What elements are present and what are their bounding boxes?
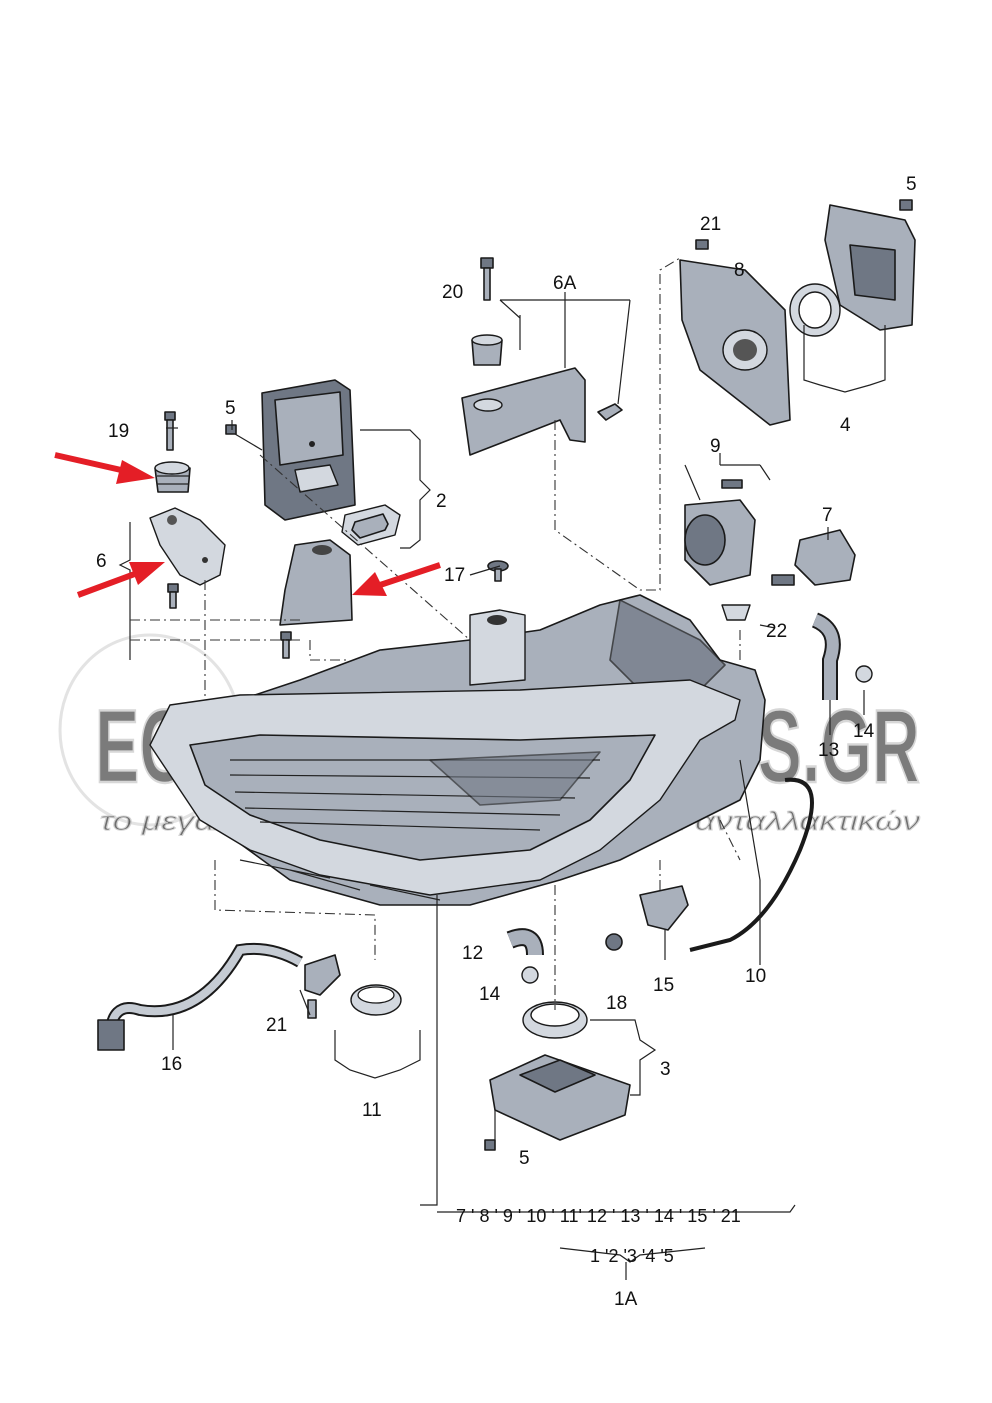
callout-labels: 19 5 6 2 20 6A 17 21 8 5 4 9 7 22 14 13 … — [96, 174, 917, 1169]
callout-20: 20 — [442, 282, 463, 303]
cable-16 — [97, 942, 303, 1051]
assembly-sequence-1: 7 ' 8 ' 9 ' 10 ' 11' 12 ' 13 ' 14 ' 15 '… — [456, 1206, 741, 1226]
screw-20 — [480, 257, 494, 301]
dash-lines — [130, 257, 741, 1010]
control-unit-2 — [261, 379, 356, 521]
bracket-6 — [149, 507, 226, 586]
screw-small-2 — [280, 631, 292, 659]
elbow-12 — [506, 928, 544, 956]
screw-6a — [597, 403, 623, 421]
callout-15: 15 — [653, 975, 674, 996]
callout-7: 7 — [822, 505, 833, 526]
callout-10: 10 — [745, 966, 766, 987]
screw-17 — [487, 560, 509, 582]
callout-21-a: 21 — [700, 214, 721, 235]
ballast-3 — [484, 1054, 631, 1151]
cable-10 — [689, 777, 814, 952]
mount-bracket — [279, 539, 353, 626]
screw-small-1 — [167, 583, 179, 609]
red-arrows — [54, 452, 441, 598]
callout-6: 6 — [96, 551, 107, 572]
callout-11: 11 — [362, 1100, 382, 1121]
callout-2: 2 — [436, 491, 447, 512]
screw-5-left — [225, 424, 263, 451]
seal-ring-4 — [789, 283, 841, 337]
connector-11 — [304, 954, 402, 1019]
ballast-4 — [824, 204, 916, 331]
bush-part — [154, 461, 191, 493]
bulb-7 — [771, 529, 856, 586]
callout-16: 16 — [161, 1054, 182, 1075]
callout-6a: 6A — [553, 273, 577, 294]
ball-14-right — [855, 665, 873, 683]
assembly-sequence-2: 1 '2 '3 '4 '5 — [590, 1246, 674, 1266]
headlight-housing — [149, 594, 766, 906]
screw-21-top — [695, 239, 709, 250]
bush-6a — [471, 334, 503, 366]
cap-22 — [721, 604, 751, 621]
callout-5-b: 5 — [906, 174, 917, 195]
callout-8: 8 — [734, 260, 745, 281]
pipe-13 — [811, 612, 841, 700]
assembly-legend: 7 ' 8 ' 9 ' 10 ' 11' 12 ' 13 ' 14 ' 15 '… — [456, 1206, 741, 1310]
callout-19: 19 — [108, 421, 129, 442]
bracket-6a — [461, 367, 586, 456]
seal-ring-18 — [522, 1001, 588, 1039]
clip-15 — [605, 885, 689, 951]
callout-3: 3 — [660, 1059, 671, 1080]
screw-5-right — [899, 199, 913, 211]
callout-9: 9 — [710, 436, 721, 457]
motor-9 — [684, 479, 756, 586]
callout-13: 13 — [818, 740, 839, 761]
assembly-label: 1A — [614, 1289, 638, 1310]
callout-14-a: 14 — [853, 721, 875, 742]
callout-4: 4 — [840, 415, 851, 436]
adapter-plate-8 — [679, 259, 791, 426]
leader-lines — [118, 292, 886, 1280]
callout-5-a: 5 — [225, 398, 236, 419]
callout-18: 18 — [606, 993, 627, 1014]
screw-19 — [164, 411, 176, 451]
gasket-2 — [341, 504, 401, 546]
ball-14-lower — [521, 966, 539, 984]
callout-22: 22 — [766, 621, 787, 642]
callout-12: 12 — [462, 943, 483, 964]
callout-14-b: 14 — [479, 984, 501, 1005]
callout-5-c: 5 — [519, 1148, 530, 1169]
callout-17: 17 — [444, 565, 465, 586]
callout-21-b: 21 — [266, 1015, 287, 1036]
